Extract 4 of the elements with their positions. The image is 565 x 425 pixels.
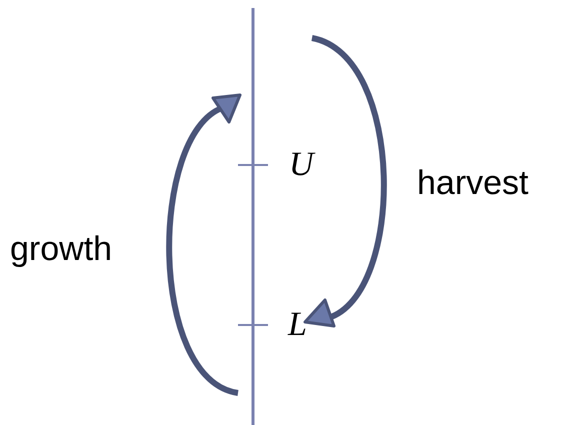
arrow-label: growth	[10, 232, 112, 266]
axis-label: L	[288, 308, 307, 342]
axis-label: U	[289, 148, 314, 182]
arrow-label: harvest	[417, 166, 528, 200]
